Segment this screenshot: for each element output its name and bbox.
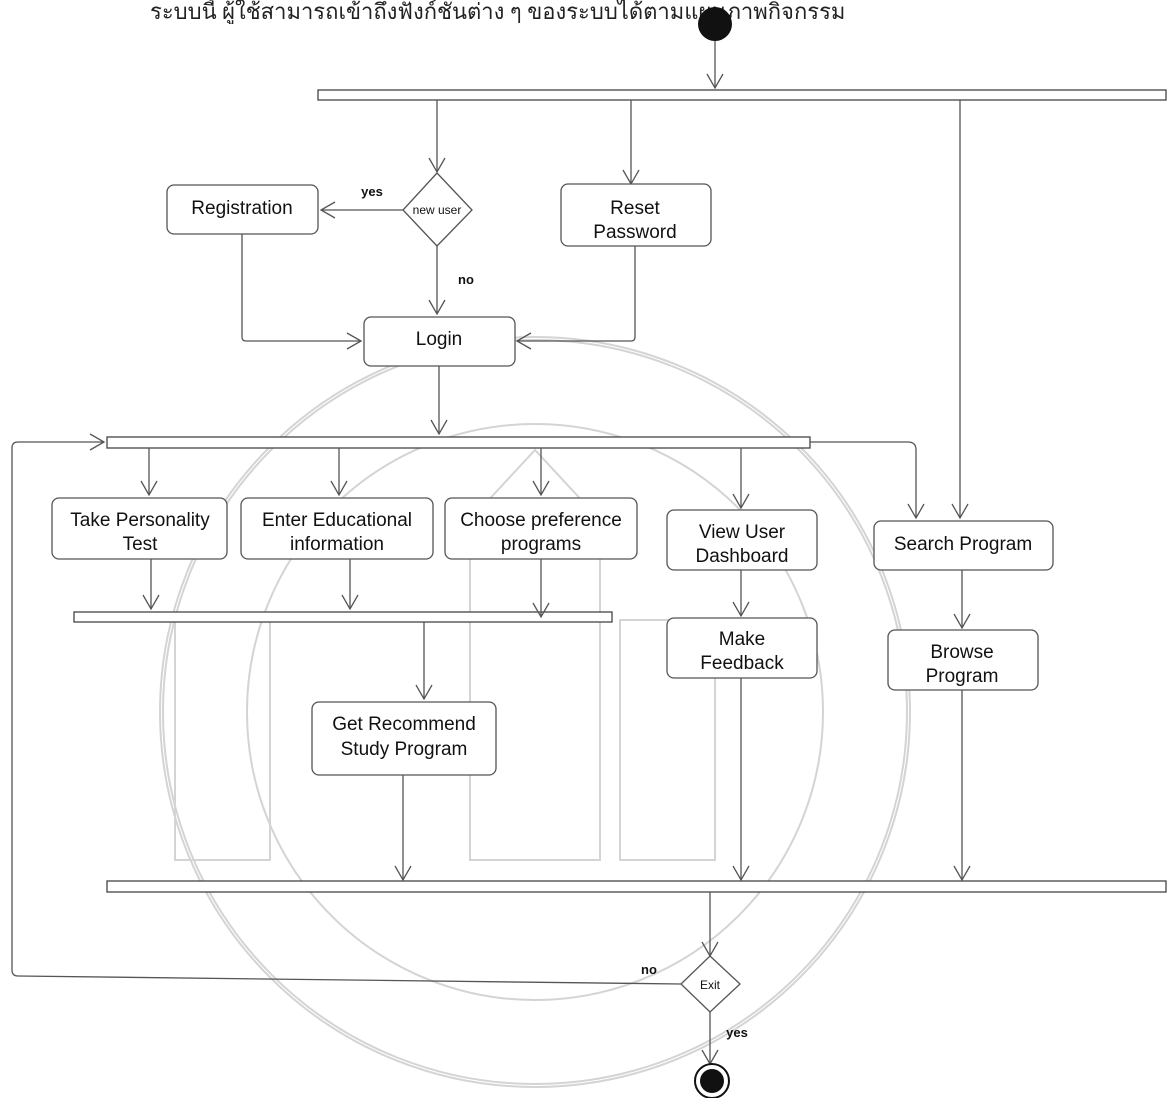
make-feedback-line1: Make	[719, 629, 765, 650]
action-get-recommend-study-program: Get Recommend Study Program	[311, 701, 497, 776]
make-feedback-line2: Feedback	[700, 653, 784, 674]
fork-bar-top	[317, 89, 1167, 101]
action-choose-preference-programs: Choose preference programs	[444, 497, 638, 560]
action-reset-password: Reset Password	[560, 183, 712, 247]
initial-node	[698, 7, 732, 41]
view-user-dashboard-line2: Dashboard	[696, 546, 789, 567]
search-program-label: Search Program	[894, 534, 1032, 555]
edges	[11, 41, 963, 1064]
guard-new-user-yes: yes	[361, 184, 383, 199]
action-view-user-dashboard: View User Dashboard	[666, 509, 818, 571]
action-enter-educational-information: Enter Educational information	[240, 497, 434, 560]
decision-new-user: new user	[402, 172, 473, 247]
login-label: Login	[416, 329, 463, 350]
registration-label: Registration	[191, 198, 292, 219]
action-take-personality-test: Take Personality Test	[51, 497, 228, 560]
guard-exit-yes: yes	[726, 1025, 748, 1040]
action-browse-program: Browse Program	[887, 629, 1039, 691]
take-personality-test-line2: Test	[123, 534, 159, 555]
new-user-label: new user	[413, 203, 462, 217]
fork-bar-main	[106, 436, 811, 449]
browse-program-line1: Browse	[930, 642, 993, 663]
reset-password-label-line1: Reset	[610, 198, 660, 219]
join-bar-recommend	[73, 611, 613, 623]
action-make-feedback: Make Feedback	[666, 617, 818, 679]
enter-educational-line1: Enter Educational	[262, 510, 412, 531]
take-personality-test-line1: Take Personality	[70, 510, 210, 531]
enter-educational-line2: information	[290, 534, 384, 555]
arrowheads	[89, 73, 971, 1066]
choose-preference-line2: programs	[501, 534, 581, 555]
decision-exit: Exit	[680, 955, 741, 1013]
action-login: Login	[363, 316, 516, 367]
view-user-dashboard-line1: View User	[699, 522, 786, 543]
action-registration: Registration	[166, 184, 319, 235]
join-bar-bottom	[106, 880, 1167, 893]
get-recommend-line1: Get Recommend	[332, 714, 476, 735]
browse-program-line2: Program	[926, 666, 999, 687]
choose-preference-line1: Choose preference	[460, 510, 622, 531]
exit-label: Exit	[700, 978, 721, 992]
watermark-seal	[159, 336, 911, 1088]
guard-exit-no: no	[641, 962, 657, 977]
guard-new-user-no: no	[458, 272, 474, 287]
reset-password-label-line2: Password	[593, 222, 676, 243]
action-search-program: Search Program	[873, 520, 1054, 571]
get-recommend-line2: Study Program	[341, 739, 468, 760]
final-node	[694, 1063, 730, 1098]
